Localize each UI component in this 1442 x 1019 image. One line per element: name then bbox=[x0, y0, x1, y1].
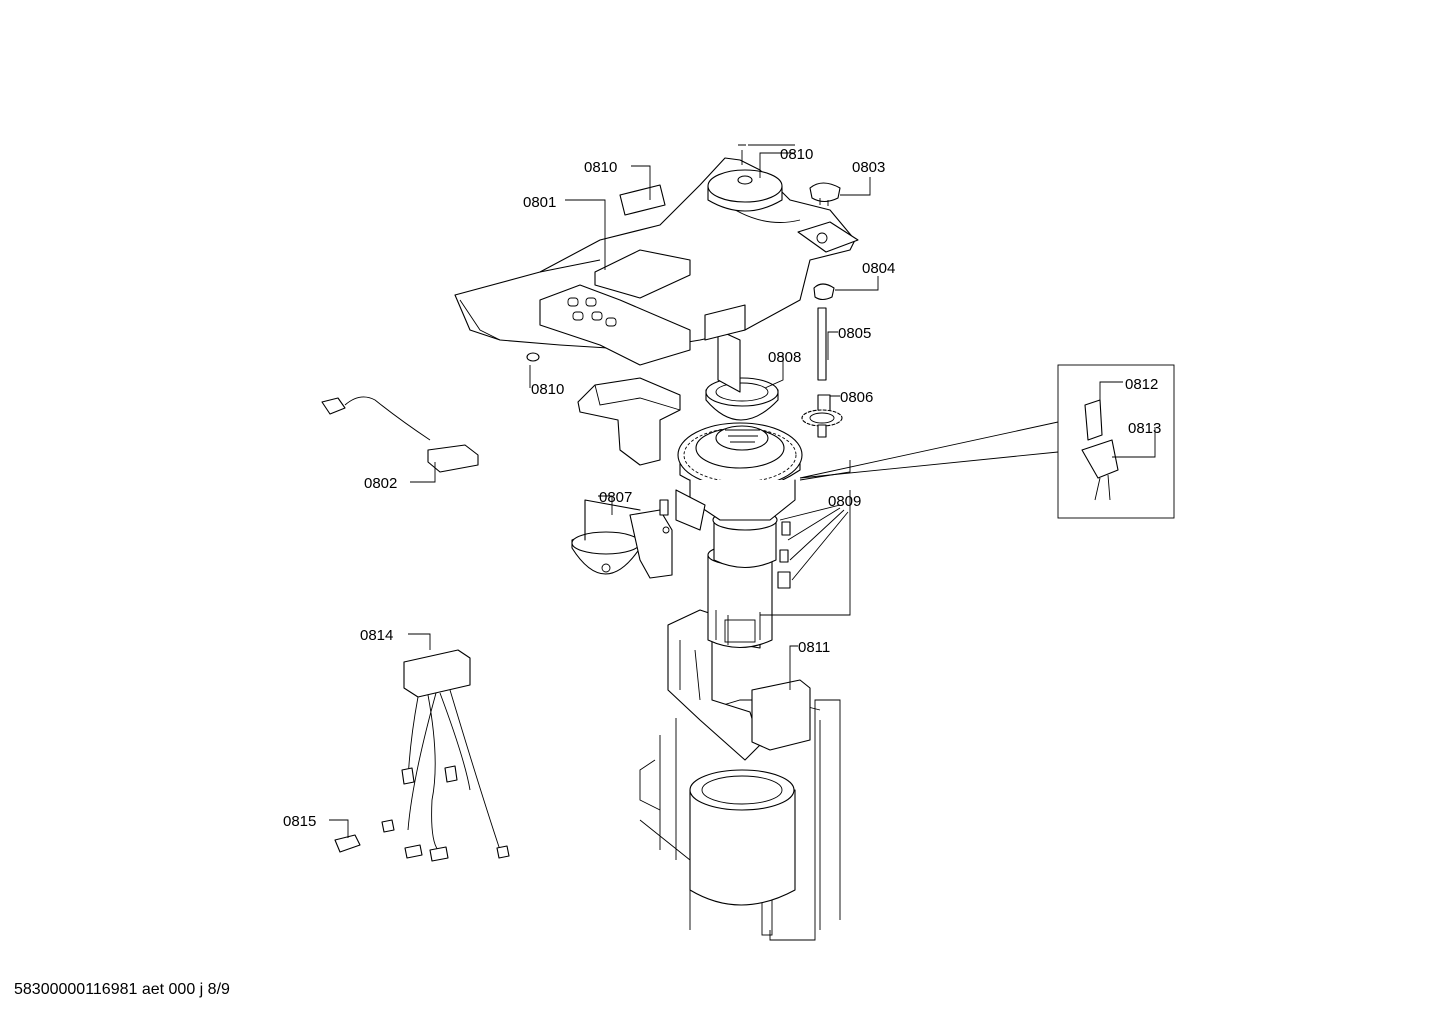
gear-ring bbox=[675, 422, 803, 531]
knob bbox=[809, 182, 841, 206]
callout-0810-top: 0810 bbox=[780, 146, 813, 163]
callout-0808: 0808 bbox=[768, 349, 801, 366]
callout-0812: 0812 bbox=[1125, 376, 1158, 393]
motor-cylinder bbox=[689, 769, 796, 906]
bean-funnel bbox=[705, 329, 779, 421]
callout-0802: 0802 bbox=[364, 475, 397, 492]
callout-0804: 0804 bbox=[862, 260, 895, 277]
callout-0801: 0801 bbox=[523, 194, 556, 211]
detail-inset bbox=[799, 364, 1175, 519]
callout-0814: 0814 bbox=[360, 627, 393, 644]
callout-0803: 0803 bbox=[852, 159, 885, 176]
callout-0805: 0805 bbox=[838, 325, 871, 342]
wiring-harness bbox=[334, 649, 510, 862]
coffee-spout bbox=[571, 499, 673, 579]
lid-assembly bbox=[454, 157, 859, 366]
top-disc-cover bbox=[707, 144, 783, 212]
callout-0806: 0806 bbox=[840, 389, 873, 406]
callout-0809: 0809 bbox=[828, 493, 861, 510]
outlet-chute bbox=[526, 352, 681, 466]
leader-lines bbox=[329, 144, 1156, 838]
callout-0810-lid: 0810 bbox=[584, 159, 617, 176]
callout-0813: 0813 bbox=[1128, 420, 1161, 437]
motor-bracket bbox=[667, 609, 811, 761]
reed-sensor bbox=[321, 396, 479, 473]
callout-0811: 0811 bbox=[798, 639, 830, 656]
grinder-tower bbox=[707, 509, 778, 648]
callout-labels: 0810 0810 0803 0801 0804 0805 0808 0810 … bbox=[283, 146, 1161, 830]
callout-0815: 0815 bbox=[283, 813, 316, 830]
document-reference: 58300000116981 aet 000 j 8/9 bbox=[14, 981, 230, 998]
fasteners bbox=[659, 499, 791, 589]
adjustment-shaft bbox=[801, 283, 843, 438]
callout-0810-nut: 0810 bbox=[531, 381, 564, 398]
callout-0807: 0807 bbox=[599, 489, 632, 506]
